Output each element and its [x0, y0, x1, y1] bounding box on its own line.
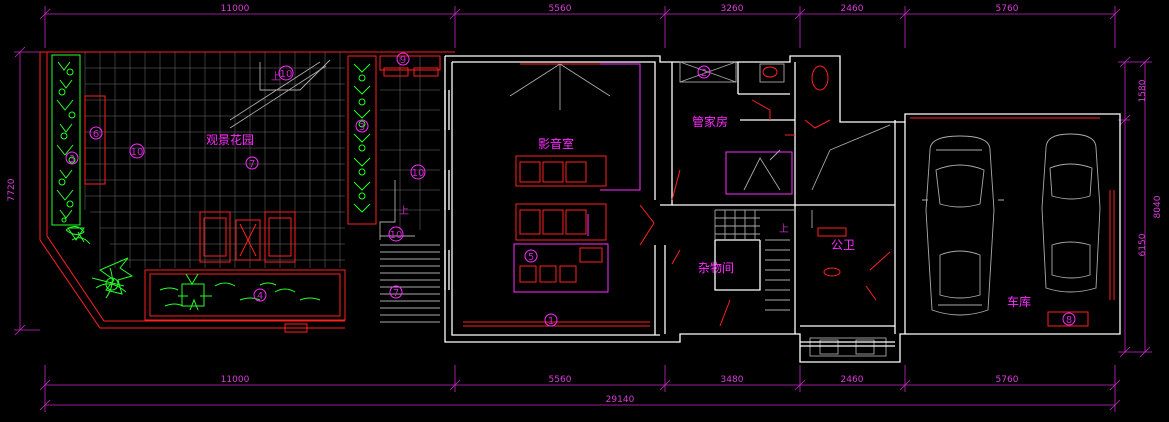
dim-top-garage: 5760	[996, 4, 1019, 14]
butler-room	[679, 61, 891, 195]
room-label-garage: 车库	[1007, 294, 1031, 309]
dim-left: 7720	[7, 178, 17, 201]
car-icon	[922, 135, 1004, 316]
pond-plants	[159, 273, 321, 311]
tag-5: 5	[528, 252, 534, 263]
room-label-storage: 杂物间	[698, 261, 734, 275]
tag-7-stair: 7	[393, 288, 399, 299]
pond	[144, 269, 346, 321]
room-label-toilet: 公卫	[831, 238, 855, 252]
dim-right-bottom: 6150	[1138, 233, 1148, 256]
tag-10-top: 10	[280, 69, 293, 80]
dim-right-top: 1580	[1138, 79, 1148, 102]
tag-4: 4	[257, 291, 263, 302]
dim-top-butler: 3260	[721, 4, 744, 14]
windows	[444, 90, 895, 347]
tag-6: 6	[93, 129, 99, 140]
planting-strip-left	[51, 54, 85, 243]
tag-3: 3	[69, 154, 75, 165]
tag-10: 10	[131, 147, 144, 158]
tag-1: 1	[548, 316, 554, 327]
dim-total: 29140	[606, 395, 635, 405]
tag-10-stair: 10	[390, 230, 403, 241]
cinema-room	[463, 63, 650, 327]
building-walls	[444, 55, 1121, 363]
room-label-garden: 观景花园	[206, 132, 254, 147]
plant-cluster	[91, 257, 134, 299]
stair-up-marker: 上	[399, 205, 409, 217]
car-icon	[1041, 133, 1101, 293]
dim-top-garden: 11000	[221, 4, 250, 14]
tag-8: 8	[1066, 315, 1072, 326]
dim-bottom-toilet: 2460	[841, 375, 864, 385]
tag-10-terrace: 10	[412, 168, 425, 179]
garden-area	[39, 51, 455, 333]
stair-up-marker: 上	[779, 223, 789, 235]
dim-bottom-storage: 3480	[721, 375, 744, 385]
tag-7: 7	[249, 159, 255, 170]
dim-bottom-cinema: 5560	[549, 375, 572, 385]
garage	[910, 117, 1115, 327]
garden-seating	[199, 211, 296, 263]
room-label-butler: 管家房	[692, 114, 728, 129]
dim-right-total: 8040	[1153, 195, 1163, 218]
dim-bottom-garden: 11000	[221, 375, 250, 385]
tag-9: 9	[400, 55, 406, 66]
stair-up-marker: 上	[271, 71, 281, 83]
toilet-room	[809, 210, 891, 357]
tag-3-right: 3	[359, 122, 365, 133]
stairs	[639, 169, 795, 327]
tag-2: 2	[701, 68, 707, 79]
dim-top-toilet: 2460	[841, 4, 864, 14]
dimension-lines	[14, 6, 1152, 412]
tag-markers: 3 6 10 7 10 上 3 9 10 10 上 7 4 5 1 2 8 上	[65, 52, 1076, 327]
room-label-cinema: 影音室	[538, 136, 574, 151]
dim-top-cinema: 5560	[549, 4, 572, 14]
dim-bottom-garage: 5760	[996, 375, 1019, 385]
